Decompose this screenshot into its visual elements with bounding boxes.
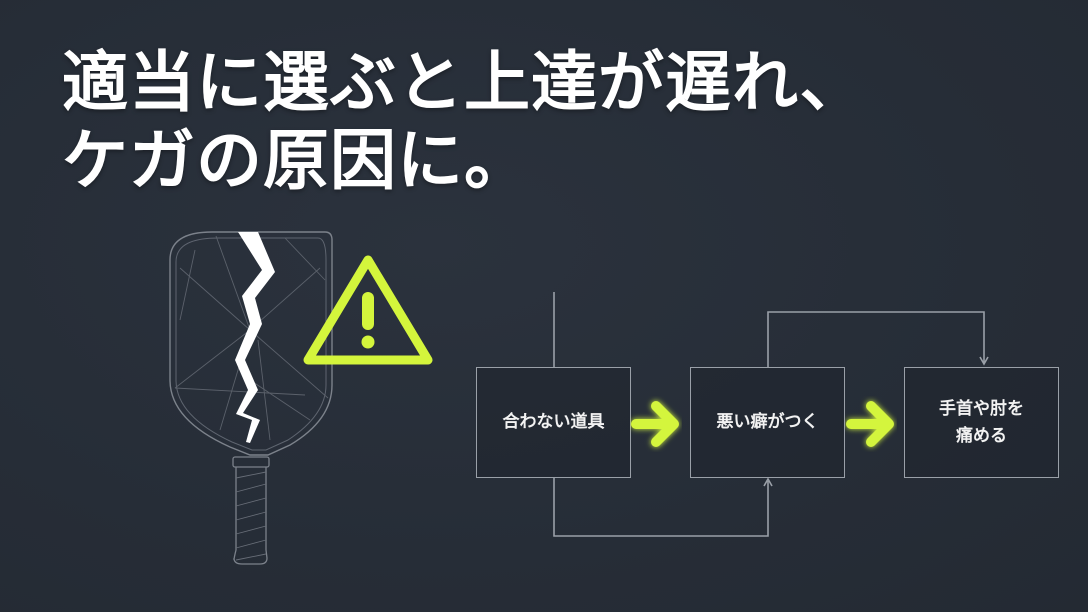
paddle-mesh <box>174 235 329 441</box>
arrow-right-icon <box>846 401 894 447</box>
paddle-outline <box>169 231 333 456</box>
flow-step-wrist-elbow-injury: 手首や肘を 痛める <box>904 367 1059 478</box>
arrow-right-icon <box>631 401 679 447</box>
flow-step-ill-fitting-gear: 合わない道具 <box>476 367 631 478</box>
headline: 適当に選ぶと上達が遅れ、 ケガの原因に。 <box>62 44 867 200</box>
flow-step-label: 合わない道具 <box>502 412 605 432</box>
warning-icon <box>303 255 433 365</box>
broken-paddle-icon <box>169 231 433 565</box>
crack-icon <box>235 232 275 443</box>
flow-step-label: 手首や肘を 痛める <box>939 398 1024 446</box>
flow-step-bad-habits: 悪い癖がつく <box>690 367 845 478</box>
headline-line-1: 適当に選ぶと上達が遅れ、 <box>62 44 867 121</box>
paddle-handle <box>232 456 270 565</box>
flow-step-label: 悪い癖がつく <box>716 412 819 432</box>
headline-line-2: ケガの原因に。 <box>62 122 531 199</box>
